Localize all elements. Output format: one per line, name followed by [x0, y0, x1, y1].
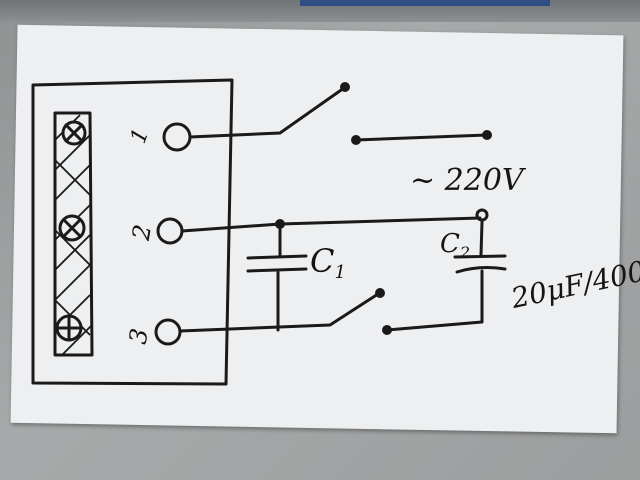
terminal-1-label: 1	[126, 125, 154, 147]
terminal-strip	[53, 111, 94, 357]
supply-line-top	[354, 133, 489, 142]
capacitor-c2-label: C2	[440, 229, 470, 262]
background-strip	[0, 0, 640, 22]
wire-c2-return	[385, 278, 484, 332]
switch-2-contact	[375, 288, 385, 298]
wire-terminal-2	[180, 216, 482, 233]
terminal-2-label: 2	[127, 222, 157, 243]
supply-top-left-dot	[351, 135, 361, 145]
terminal-3-circle	[154, 318, 182, 346]
terminal-2-circle	[156, 217, 184, 245]
capacitor-c1-label: C1	[310, 242, 346, 283]
wire-terminal-1	[188, 86, 346, 139]
switch-1-contact	[340, 82, 350, 92]
terminal-3-label: 3	[124, 326, 154, 346]
supply-top-right-dot	[482, 130, 492, 140]
capacitor-c1-symbol	[246, 222, 308, 332]
motor-housing	[31, 78, 234, 386]
capacitor-c2-symbol	[453, 220, 507, 284]
wire-terminal-3	[178, 292, 380, 333]
supply-bottom-terminal	[475, 208, 489, 222]
capacitor-c2-value: 20μF/400	[507, 254, 640, 315]
terminal-1-circle	[162, 122, 192, 152]
background-blue-edge	[300, 0, 550, 6]
supply-voltage-label: ~ 220V	[410, 163, 527, 198]
